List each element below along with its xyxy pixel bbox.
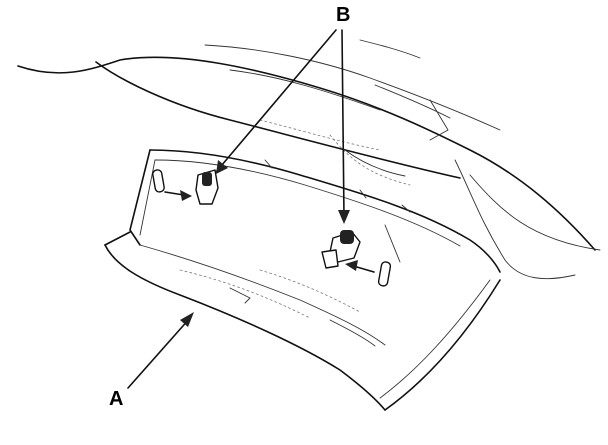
- glove-box: [104, 149, 501, 411]
- callout-b-leaders: [215, 29, 350, 224]
- callout-a-leader: [127, 312, 194, 389]
- callout-label-a: A: [109, 388, 124, 410]
- callout-label-b: B: [336, 4, 351, 26]
- left-stopper: [152, 169, 219, 205]
- right-stopper: [321, 230, 392, 287]
- dashboard-outline: [17, 39, 601, 280]
